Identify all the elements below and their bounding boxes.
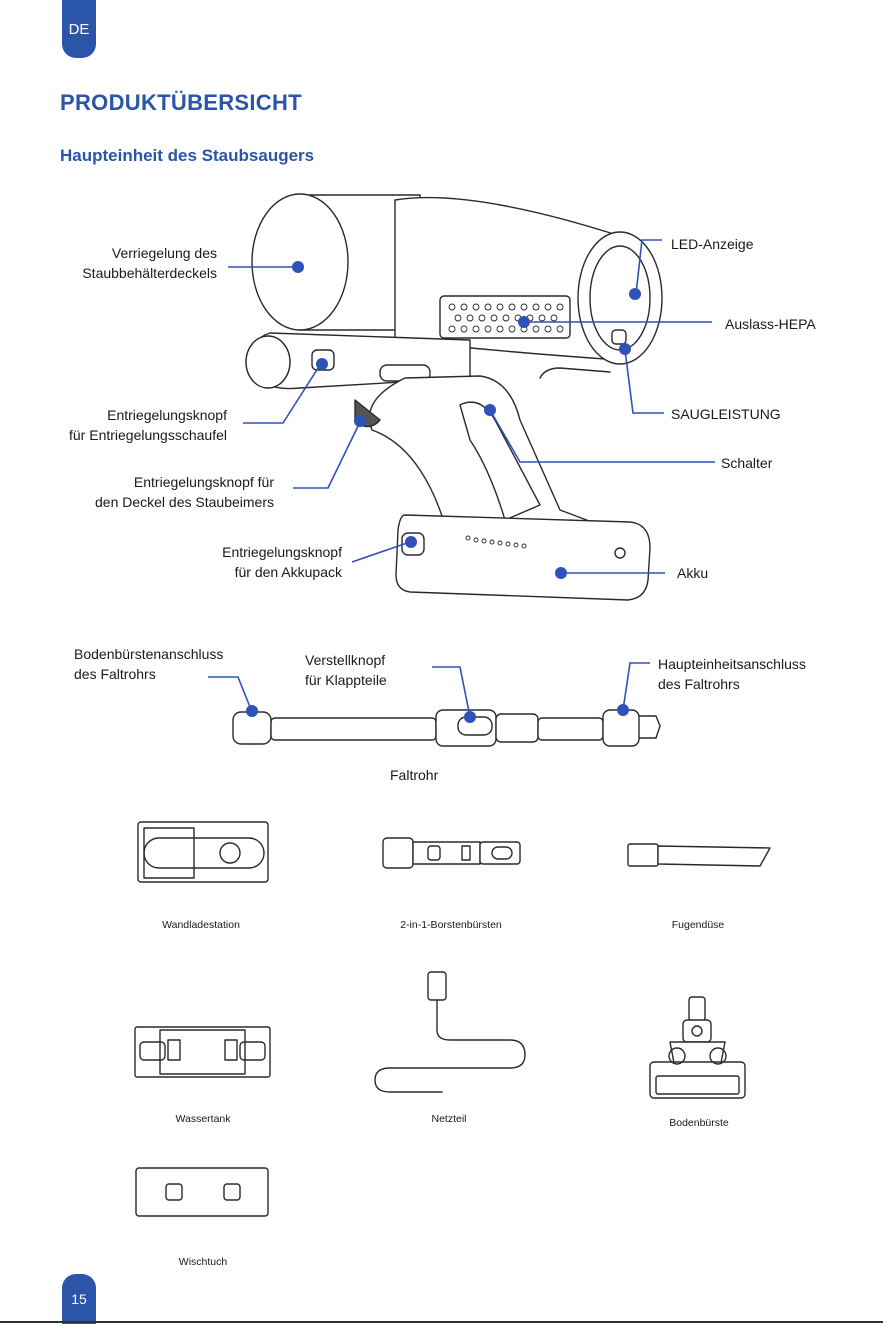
label-dustcup-lock: Verriegelung des Staubbehälterdeckels	[82, 245, 217, 281]
led-panel	[577, 231, 663, 365]
page-number: 15	[62, 1274, 96, 1324]
label-battery-release: Entriegelungsknopf für den Akkupack	[222, 544, 342, 580]
caption-mop-cloth: Wischtuch	[178, 1256, 228, 1268]
page-bottom-rule	[0, 1321, 883, 1323]
label-floor-connector: Bodenbürstenanschluss des Faltrohrs	[74, 646, 224, 682]
label-adjust-knob: Verstellknopf für Klappteile	[305, 652, 387, 688]
caption-wall-station: Wandladestation	[162, 919, 240, 931]
crevice-tool-drawing	[627, 843, 771, 867]
mop-cloth-drawing	[135, 1167, 269, 1217]
label-led: LED-Anzeige	[671, 236, 754, 252]
bristle-brush-drawing	[382, 837, 521, 869]
page-title: PRODUKTÜBERSICHT	[60, 90, 302, 115]
label-scoop-release: Entriegelungsknopf für Entriegelungsscha…	[69, 407, 227, 443]
wall-station-drawing	[137, 821, 269, 883]
label-main-connector: Haupteinheitsanschluss des Faltrohrs	[658, 656, 806, 692]
label-switch: Schalter	[721, 455, 773, 471]
hepa-grille	[439, 295, 571, 339]
section-subtitle: Haupteinheit des Staubsaugers	[60, 146, 315, 165]
power-supply-drawing	[374, 971, 526, 1093]
label-lid-release: Entriegelungsknopf für den Deckel des St…	[95, 474, 274, 510]
folding-tube-drawing	[232, 709, 661, 747]
callout-markers	[246, 261, 641, 723]
language-tab: DE	[62, 0, 96, 58]
water-tank-drawing	[134, 1026, 271, 1078]
leader-lines	[208, 239, 715, 718]
label-battery: Akku	[677, 565, 709, 581]
caption-bristle-brush: 2-in-1-Borstenbürsten	[400, 919, 502, 931]
caption-crevice-tool: Fugendüse	[671, 919, 725, 931]
floor-brush-drawing	[649, 996, 746, 1099]
caption-power-supply: Netzteil	[431, 1113, 467, 1125]
vacuum-main-unit-drawing	[245, 193, 663, 601]
caption-water-tank: Wassertank	[175, 1113, 231, 1125]
label-suction: SAUGLEISTUNG	[671, 406, 781, 422]
battery-pack	[395, 514, 651, 601]
caption-floor-brush: Bodenbürste	[669, 1117, 729, 1129]
label-hepa: Auslass-HEPA	[725, 316, 816, 332]
caption-folding-tube: Faltrohr	[390, 767, 439, 783]
